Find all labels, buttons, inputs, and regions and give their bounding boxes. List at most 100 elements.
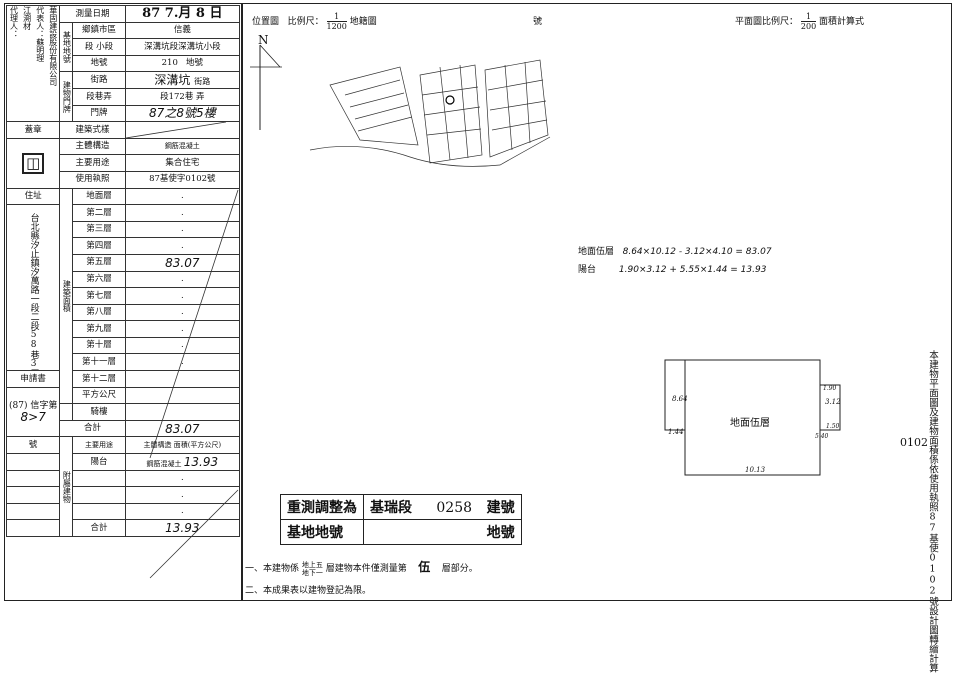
area-unit-label: 平方公尺 — [72, 386, 126, 405]
floor-label-5: 第六層 — [72, 270, 126, 289]
reg-row1-suffix: 建號 — [486, 500, 515, 516]
seal-stamp: ◫ — [22, 152, 45, 174]
scale-label: 比例尺： — [287, 17, 324, 27]
building-data-form: 代理人： 江溯材 代表人：蘇明理 華固建設股份有限公司 測量日期 87 7.月 … — [5, 4, 241, 537]
annex-structure-value: 鋼筋混凝土 — [146, 459, 182, 468]
floor-label-6: 第七層 — [72, 287, 126, 305]
plan-scale-num: 1 — [800, 12, 817, 22]
annex-structure-label-text: 主體構造 — [143, 440, 172, 449]
application-no-suffix: 號 — [5, 436, 61, 455]
annex-total-label: 合計 — [72, 519, 126, 537]
lane-label: 段巷弄 — [72, 87, 126, 106]
north-arrow-icon — [250, 44, 282, 130]
use-value: 集合住宅 — [124, 154, 241, 172]
lot-label: 地號 — [72, 54, 126, 73]
floors-strike-line — [149, 189, 239, 459]
footer-note-1: 一、本建物係 地上五地下一 層建物本件僅測量第 伍 層部分。 — [245, 558, 478, 577]
lot-value: 210 — [161, 58, 178, 69]
building-door-label: 建物門牌 — [59, 71, 74, 123]
agent-label: 代理人： — [9, 6, 19, 38]
street-value: 深溝坑 — [154, 73, 191, 88]
calc-floor-formula: 8.64×10.12 - 3.12×4.10 = 83.07 — [622, 247, 772, 257]
cadastral-map — [309, 59, 551, 167]
number-header: 號 — [533, 17, 543, 27]
total-label: 合計 — [59, 419, 126, 438]
left-divider — [241, 3, 243, 601]
reg-row2-suffix: 地號 — [363, 519, 522, 545]
structure-value: 鋼筋混凝土 — [124, 137, 241, 156]
footer1-floors: 地上五地下一 — [302, 561, 323, 577]
number-value: 87之8號5樓 — [124, 104, 241, 123]
calc-balcony-formula: 1.90×3.12 + 5.55×1.44 = 13.93 — [618, 265, 767, 275]
street-cell: 深溝坑 街路 — [124, 71, 241, 89]
permit-label: 使用執照 — [59, 170, 126, 189]
calc-balcony-line: 陽台 1.90×3.12 + 5.55×1.44 = 13.93 — [578, 262, 766, 275]
floor-plan — [664, 359, 841, 476]
annex-area-value: 13.93 — [183, 454, 219, 469]
application-no: 8>7 — [20, 409, 46, 424]
floor-label-4: 第五層 — [72, 253, 126, 272]
section-value: 深溝坑段深溝坑小段 — [124, 38, 241, 56]
structure-style-label: 建築式樣 — [59, 121, 126, 139]
scale-left-num: 1 — [326, 12, 347, 22]
right-note: 本建物平面圖及建物面積係依使用執照87基使0102號設計圖轉繪計算 — [927, 350, 938, 673]
footer1-prefix: 一、本建物係 — [245, 564, 300, 574]
plan-dim-bottom: 10.13 — [745, 466, 766, 474]
plan-floor-label: 地面伍層 — [730, 418, 770, 429]
footer1-suffix: 層部分。 — [441, 564, 478, 574]
annex-total-value: 13.93 — [124, 519, 241, 537]
floor-label-3: 第四層 — [72, 237, 126, 255]
plan-dim-small3: 5.40 — [815, 433, 829, 440]
calc-floor-line: 地面伍層 8.64×10.12 - 3.12×4.10 = 83.07 — [578, 244, 772, 257]
area-calc-label: 面積計算式 — [819, 17, 865, 27]
balcony-label: 騎樓 — [72, 403, 126, 421]
plan-dim-side: 1.44 — [668, 428, 684, 436]
north-label: N — [258, 33, 269, 47]
section-label: 段 小段 — [72, 38, 126, 56]
calc-balcony-label: 陽台 — [578, 265, 597, 275]
district-value: 信義 — [124, 21, 241, 40]
lane-cell: 段172巷 弄 — [124, 87, 241, 106]
registration-box: 重測調整為 基瑞段 0258 建號 基地地號 地號 — [280, 494, 522, 545]
reg-row1-cell: 基瑞段 0258 建號 — [363, 494, 522, 520]
structure-label: 主體構造 — [59, 137, 126, 156]
footer1-mid: 層建物本件僅測量第 — [325, 564, 407, 574]
footer1-upper: 地上五 — [301, 560, 323, 569]
floor-label-10: 第十一層 — [72, 353, 126, 372]
street-label: 街路 — [72, 71, 126, 89]
annex-use-value: 陽台 — [72, 453, 126, 471]
floor-label-2: 第三層 — [72, 220, 126, 239]
number-label: 門牌 — [72, 104, 126, 123]
base-land-label: 基地地號 — [59, 21, 74, 73]
application-label: 申請書 — [5, 370, 61, 388]
permit-value: 87基使字0102號 — [124, 170, 241, 189]
calc-floor-label: 地面伍層 — [578, 247, 615, 257]
floors-title: 建築面積 — [59, 187, 74, 405]
survey-date-value: 87 7.月 8 日 — [124, 5, 241, 23]
reg-row2-label: 基地地號 — [280, 519, 364, 545]
scale-left-suffix: 地籍圖 — [349, 17, 377, 27]
use-label: 主要用途 — [59, 154, 126, 172]
reg-row1-label: 重測調整為 — [280, 494, 364, 520]
district-label: 鄉鎮市區 — [72, 21, 126, 40]
agent-name: 江溯材 — [22, 6, 32, 30]
reg-row1-section: 基瑞段 — [370, 500, 412, 516]
annex-label: 附屬建物 — [59, 436, 74, 537]
footer-note-2: 二、本成果表以建物登記為限。 — [245, 586, 372, 596]
floor-label-0: 地面層 — [72, 187, 126, 206]
seal-stamp-cell: ◫ — [5, 137, 61, 189]
lot-suffix: 地號 — [185, 58, 203, 69]
floor-label-9: 第十層 — [72, 336, 126, 355]
survey-date-label: 測量日期 — [59, 5, 126, 23]
floor-label-8: 第九層 — [72, 320, 126, 338]
annex-use-label: 主要用途 — [72, 436, 126, 455]
floor-label-1: 第二層 — [72, 204, 126, 222]
applicant-name: 代表人：蘇明理 — [35, 6, 45, 62]
location-label: 位置圖 — [252, 17, 280, 27]
floor-label-11: 第十二層 — [72, 370, 126, 388]
plan-dim-small2: 1.50 — [826, 423, 840, 430]
annex-area-label: 面積(平方公尺) — [173, 440, 222, 449]
